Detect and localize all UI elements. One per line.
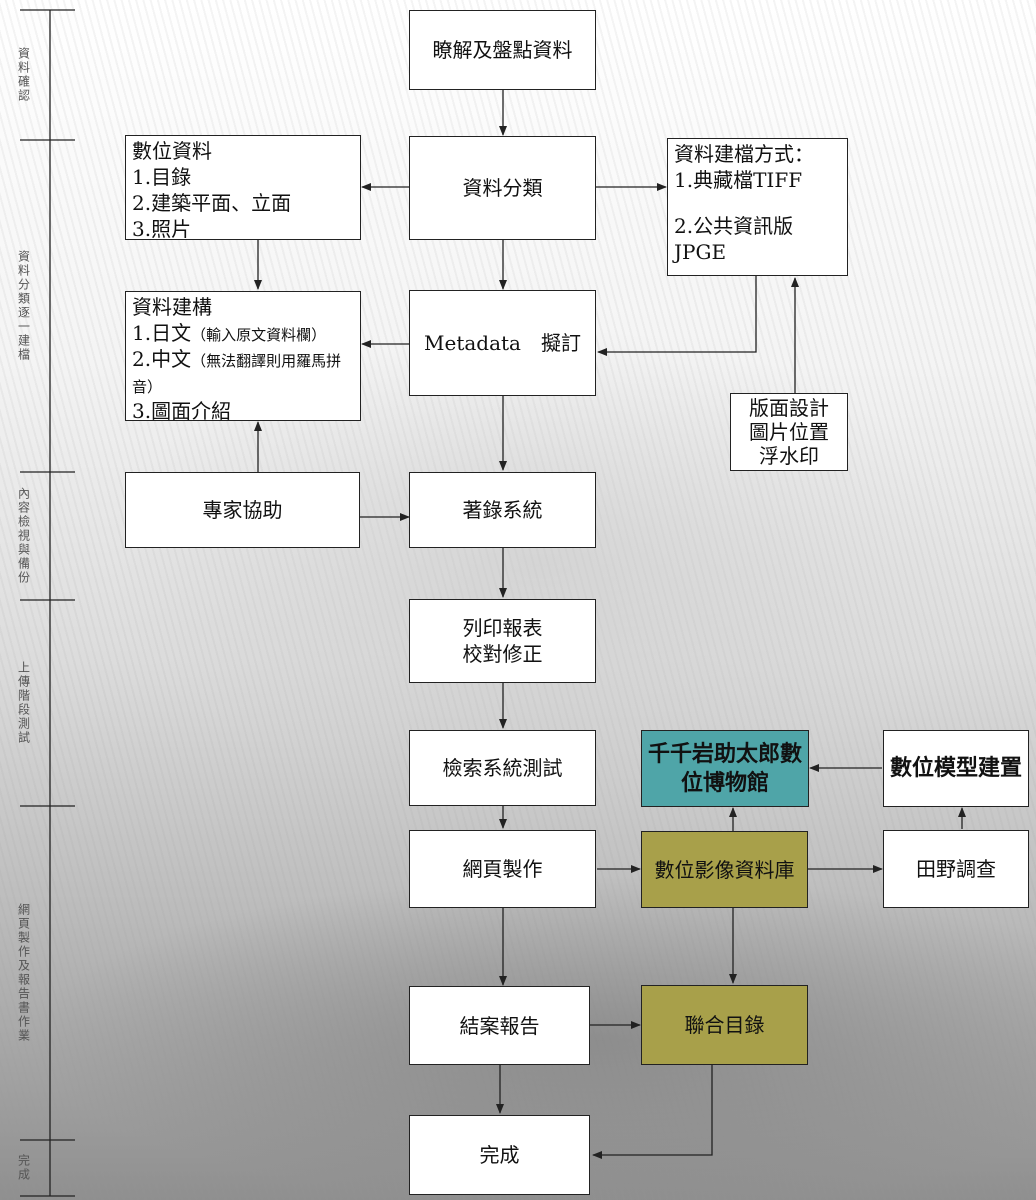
- filing-method-item: 2.公共資訊版JPGE: [674, 214, 794, 264]
- node-understand-inventory: 瞭解及盤點資料: [409, 10, 596, 90]
- digital-data-title: 數位資料: [132, 139, 212, 163]
- node-classify: 資料分類: [409, 136, 596, 240]
- node-catalog-system: 著錄系統: [409, 472, 596, 548]
- node-print-report: 列印報表 校對修正: [409, 599, 596, 683]
- node-field-survey: 田野調查: [883, 830, 1029, 908]
- node-expert-assist: 專家協助: [125, 472, 360, 548]
- node-filing-method: 資料建檔方式： 1.典藏檔TIFF 2.公共資訊版JPGE: [667, 138, 848, 276]
- node-data-construction: 資料建構 1.日文（輸入原文資料欄） 2.中文（無法翻譯則用羅馬拼音） 3.圖面…: [125, 291, 361, 423]
- stage-label-web: 網頁製作及報告書作業: [16, 903, 31, 1043]
- node-web-production: 網頁製作: [409, 830, 596, 908]
- node-final-report: 結案報告: [409, 986, 590, 1065]
- node-image-database: 數位影像資料庫: [641, 831, 808, 908]
- node-digital-museum: 千千岩助太郎數 位博物館: [641, 730, 809, 807]
- construction-item: 3.圖面介紹: [132, 399, 232, 423]
- construction-item: 2.中文（無法翻譯則用羅馬拼音）: [132, 347, 342, 396]
- node-model-build: 數位模型建置: [883, 730, 1029, 807]
- filing-method-title: 資料建檔方式：: [674, 142, 814, 166]
- stage-label-review: 內容檢視與備份: [16, 487, 31, 585]
- stage-label-upload: 上傳階段測試: [16, 661, 31, 745]
- construction-title: 資料建構: [132, 295, 212, 319]
- stage-label-confirm: 資料確認: [16, 47, 31, 103]
- node-digital-data: 數位資料 1.目錄 2.建築平面、立面 3.照片: [125, 135, 361, 241]
- node-complete: 完成: [409, 1115, 590, 1195]
- construction-item: 1.日文（輸入原文資料欄）: [132, 321, 327, 345]
- node-layout-design: 版面設計 圖片位置 浮水印: [730, 393, 848, 471]
- digital-data-item: 1.目錄: [132, 165, 192, 189]
- node-metadata: Metadata 擬訂: [409, 290, 596, 396]
- node-union-catalog: 聯合目錄: [641, 985, 808, 1065]
- digital-data-item: 2.建築平面、立面: [132, 191, 292, 215]
- stage-label-done: 完成: [16, 1154, 31, 1182]
- node-search-test: 檢索系統測試: [409, 730, 596, 806]
- digital-data-item: 3.照片: [132, 217, 192, 241]
- arrow-filing-metadata: [597, 276, 757, 356]
- stage-label-classify: 資料分類逐一建檔: [16, 250, 31, 362]
- filing-method-item: 1.典藏檔TIFF: [674, 168, 803, 192]
- arrow-union-done: [592, 1065, 713, 1159]
